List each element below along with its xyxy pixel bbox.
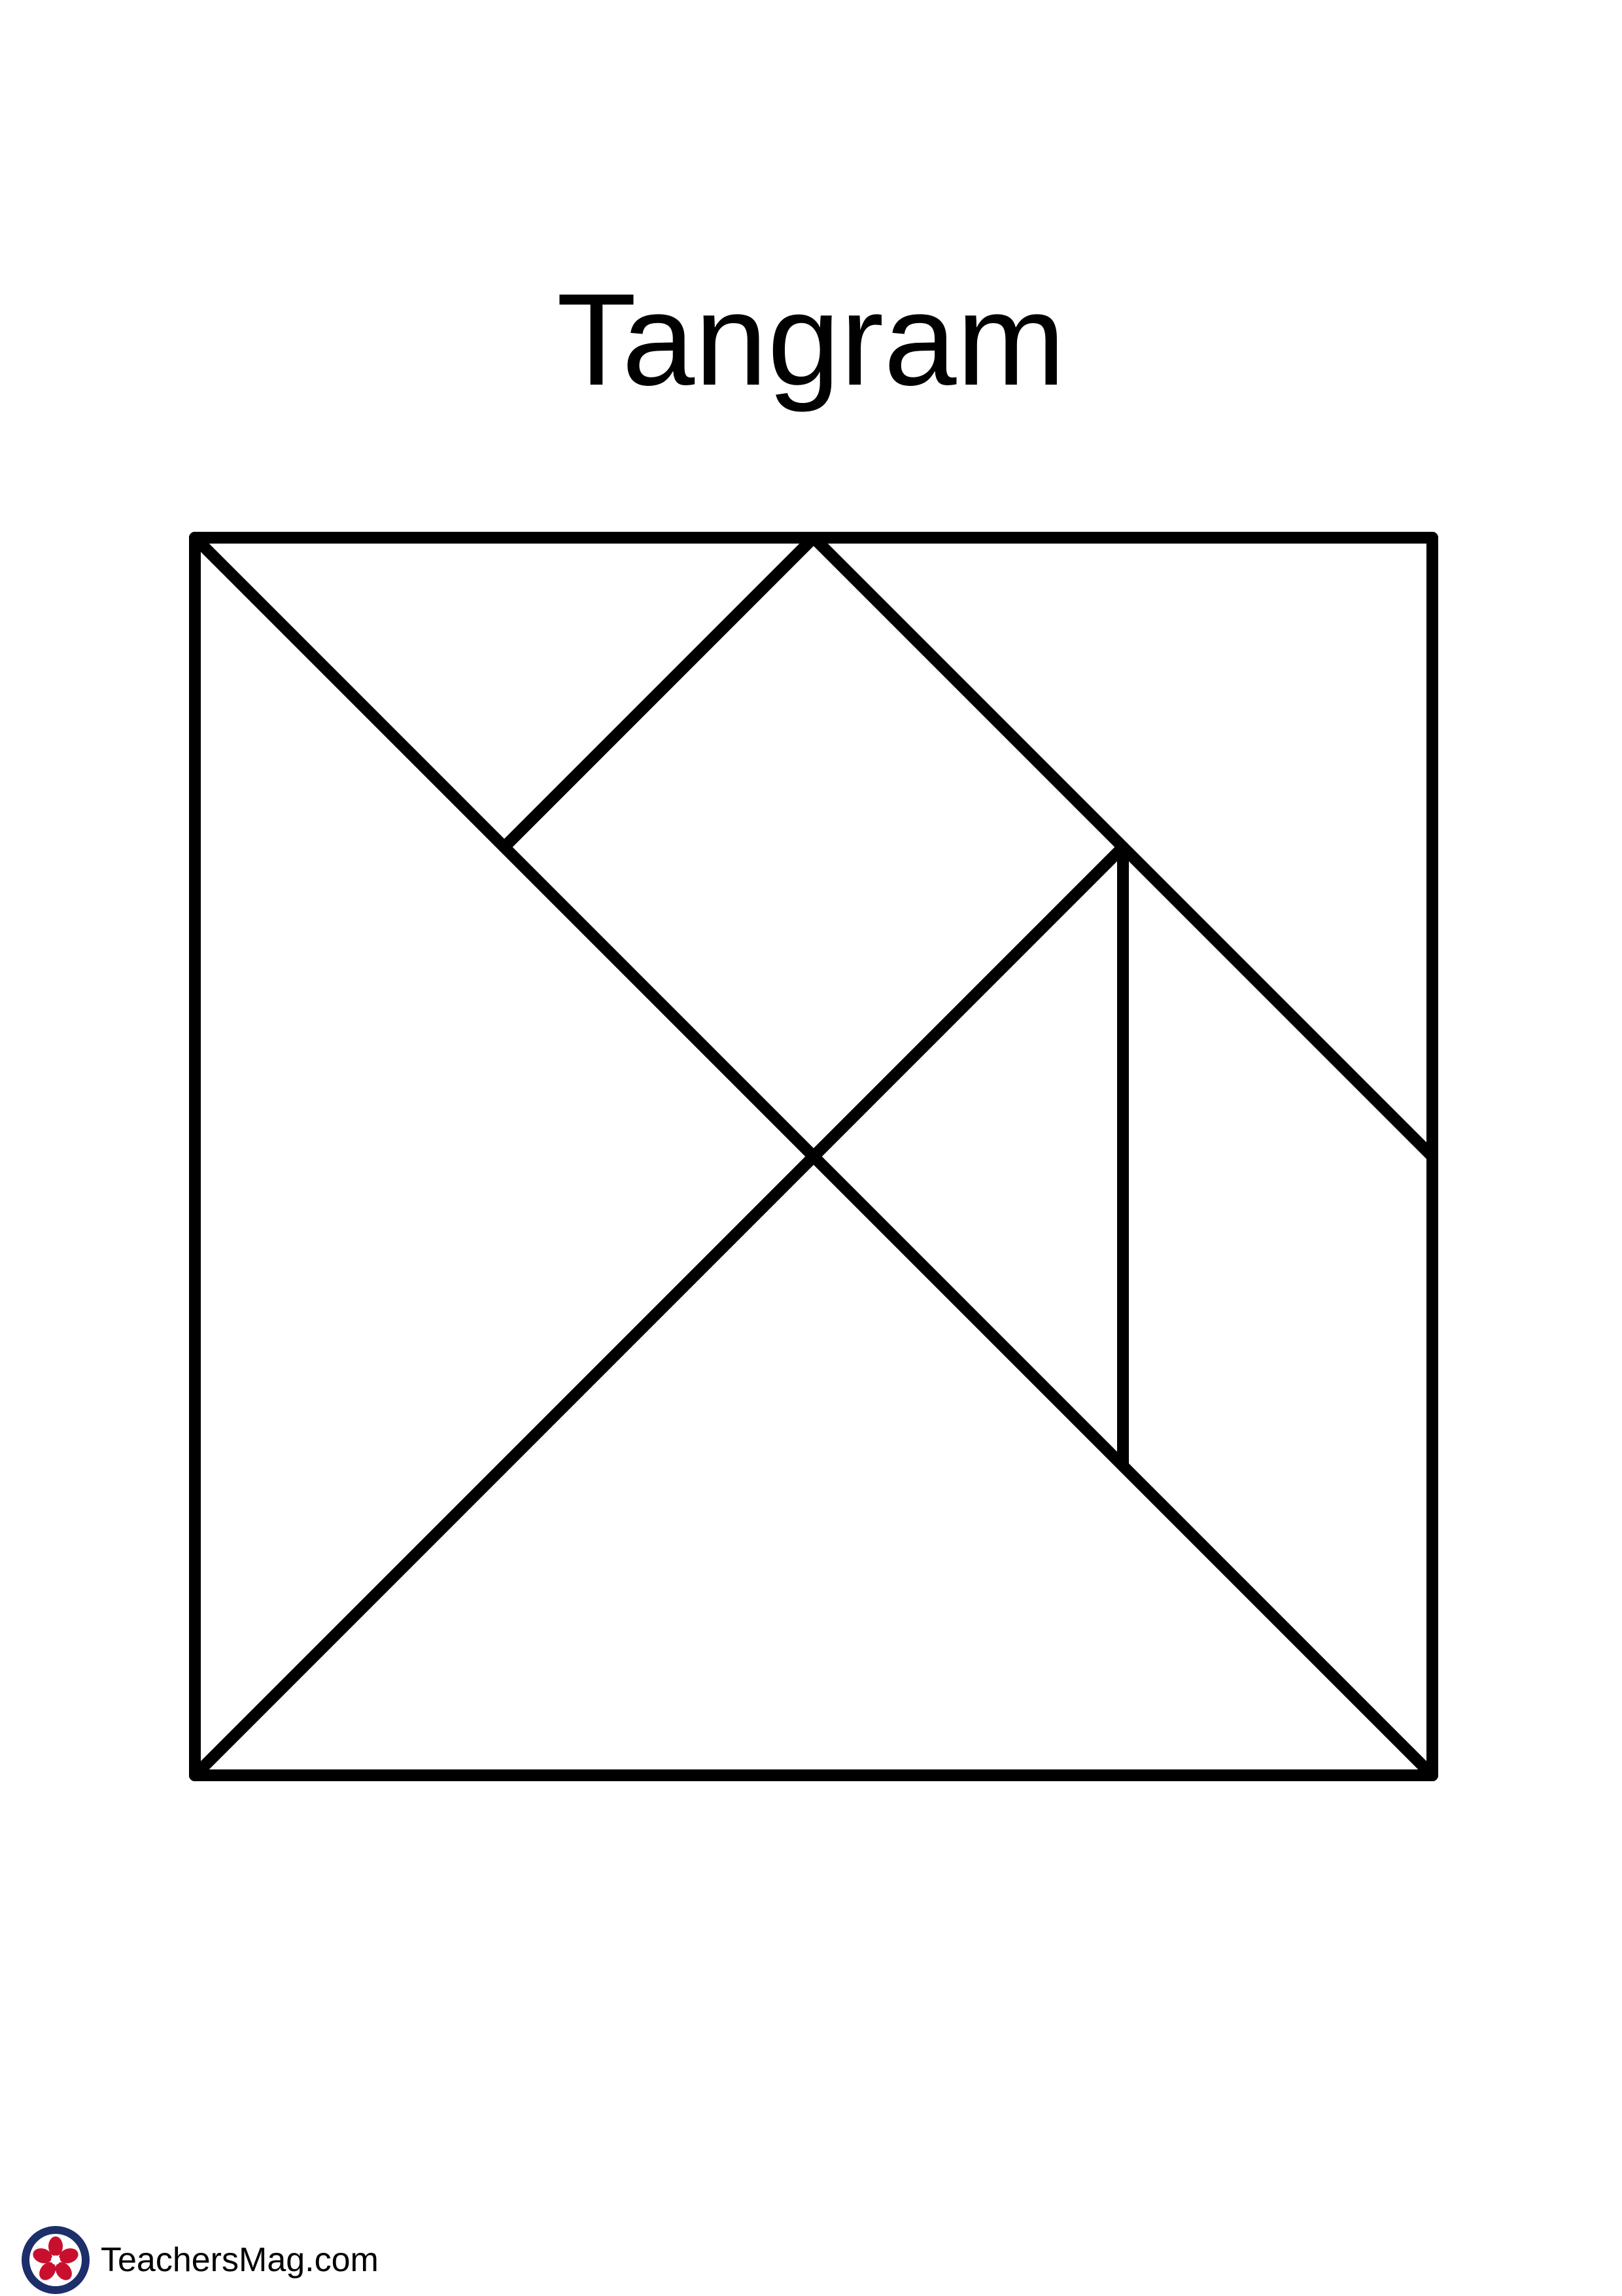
lower-left-diagonal (189, 841, 1129, 1781)
upper-left-cut (498, 532, 820, 853)
page-title: Tangram (556, 267, 1066, 413)
brand-text: TeachersMag.com (101, 2241, 379, 2279)
footer: TeachersMag.com (20, 2224, 379, 2296)
flower-logo-icon (22, 2226, 90, 2294)
